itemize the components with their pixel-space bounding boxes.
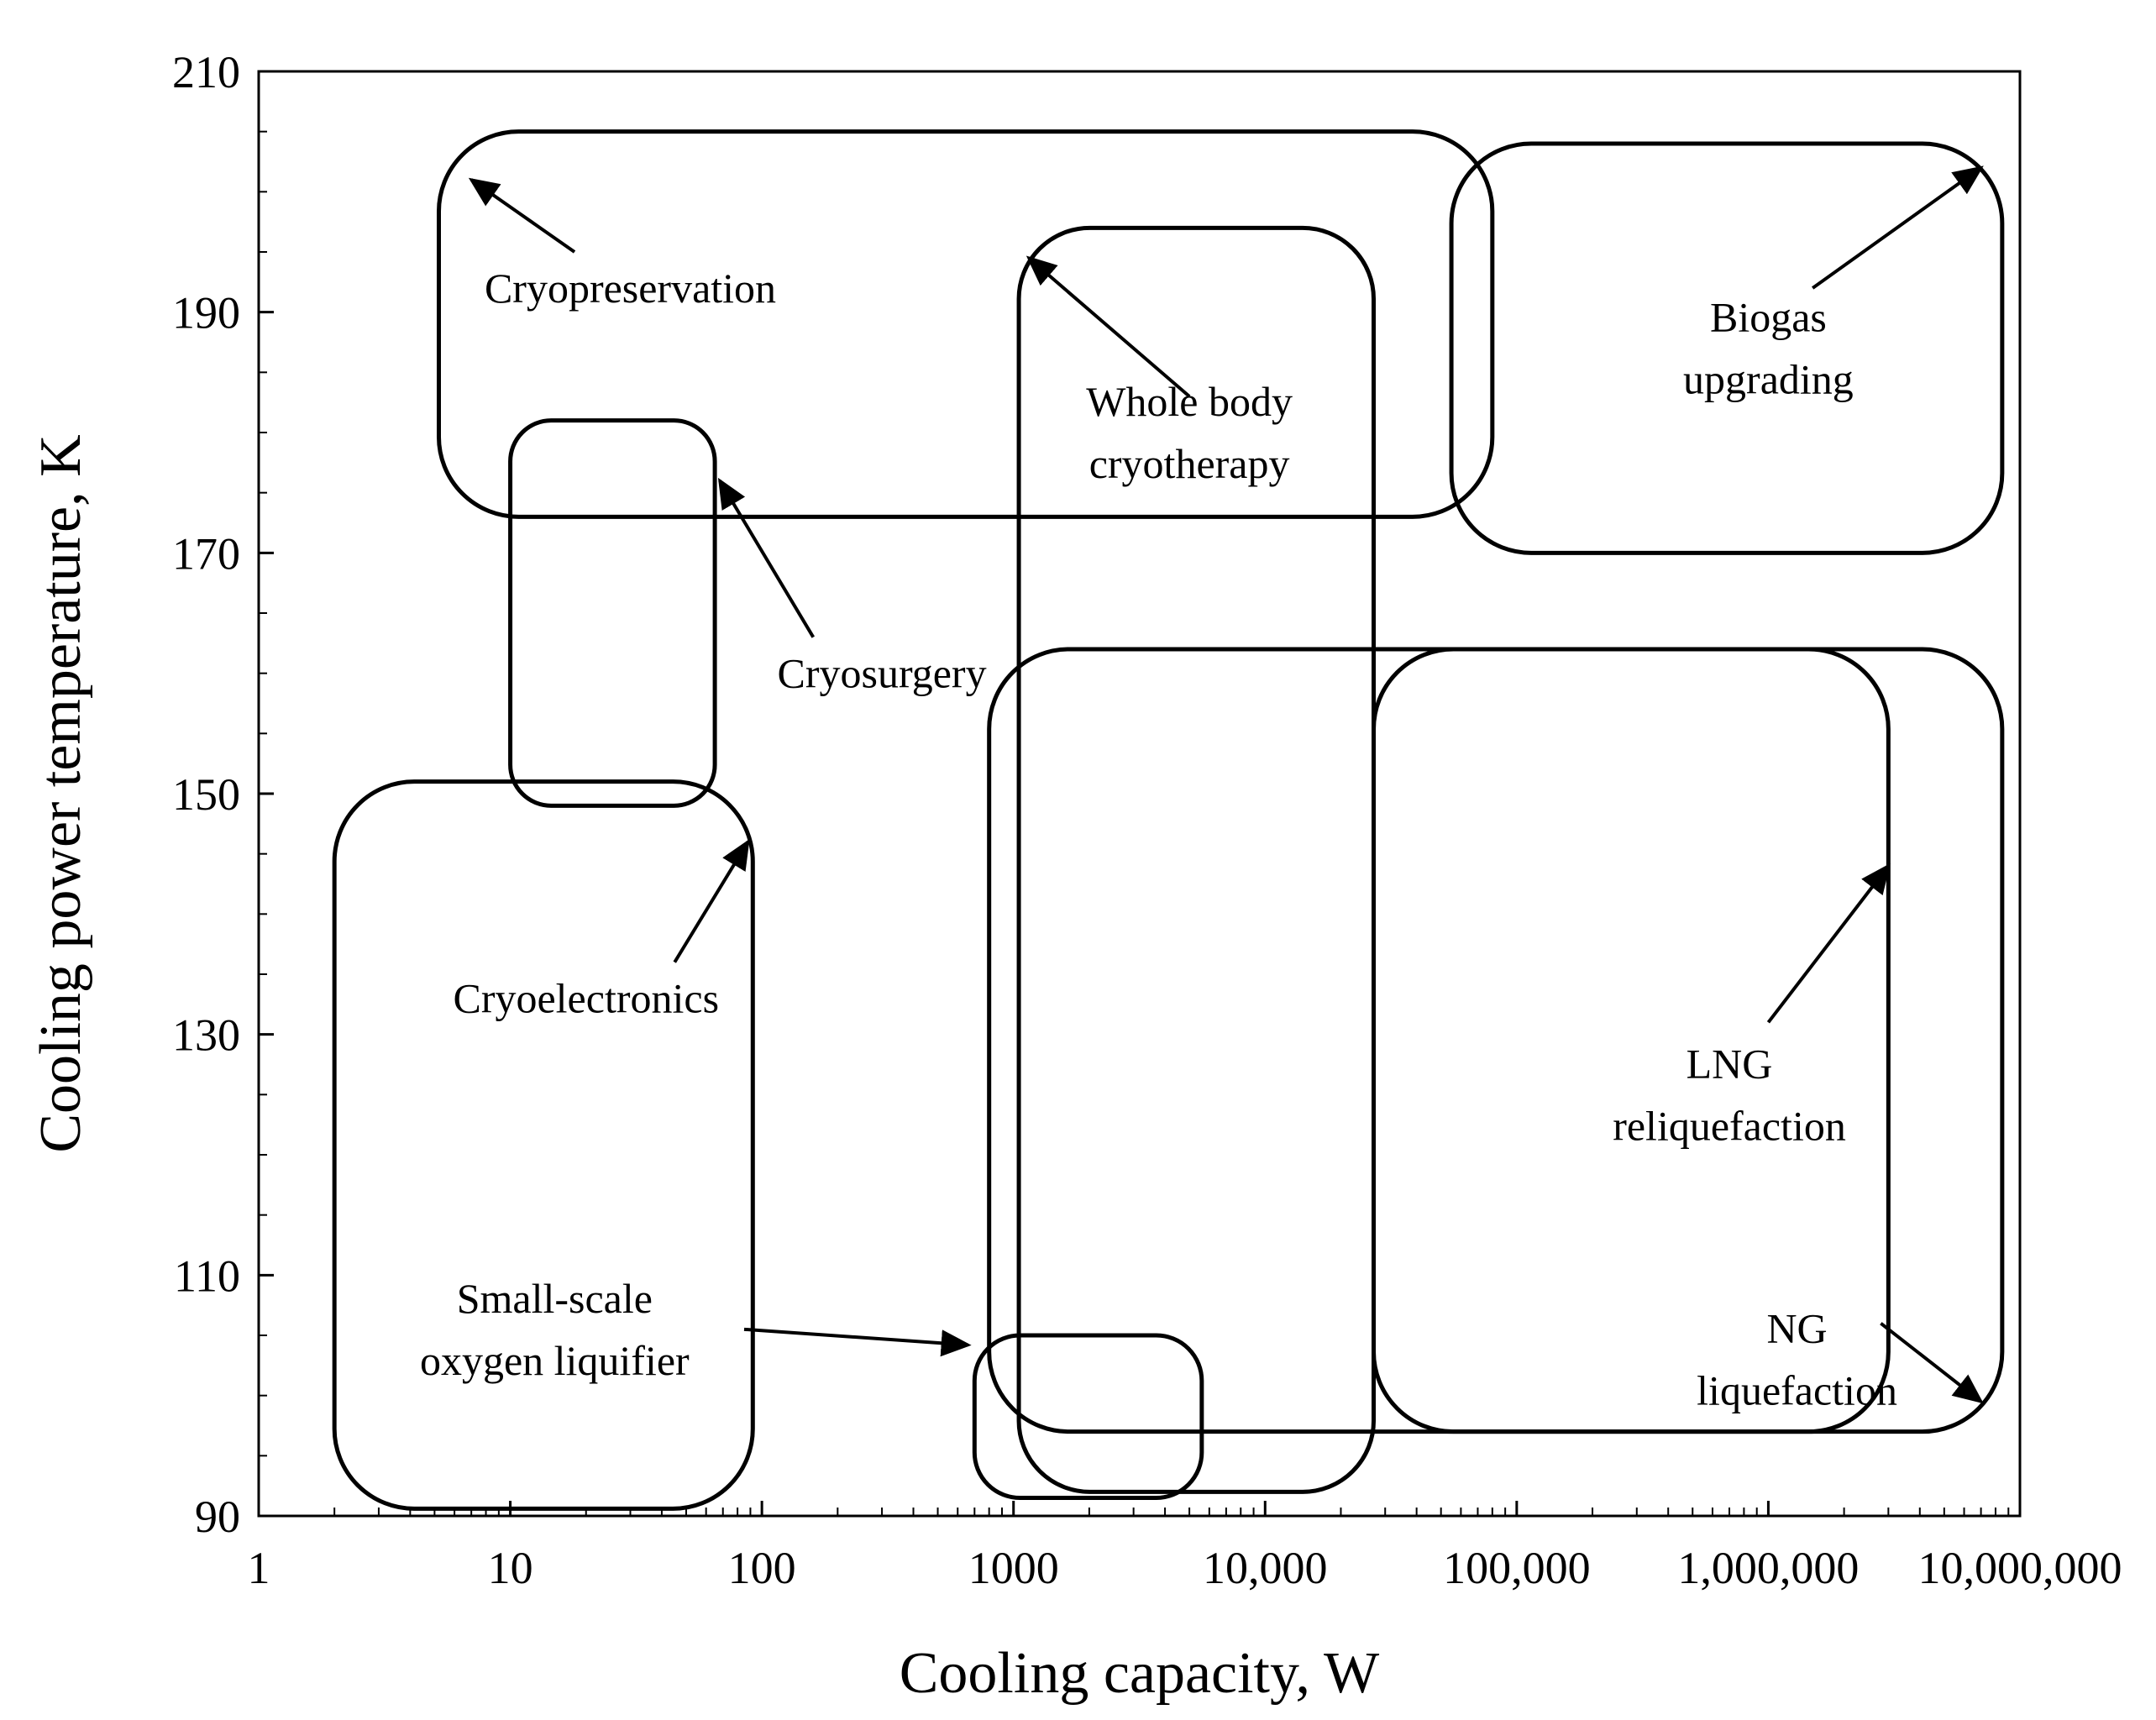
y-tick-label: 110 [174, 1251, 240, 1301]
region-arrow-whole-body-cryotherapy [1026, 255, 1191, 398]
region-box-biogas-upgrading [1449, 141, 2005, 555]
region-box-cryosurgery [508, 418, 717, 808]
region-label-biogas-upgrading: Biogas [1710, 294, 1827, 341]
region-arrow-cryosurgery [717, 477, 816, 638]
region-arrow-small-scale-oxygen-liquifier [743, 1327, 972, 1357]
y-axis-title: Cooling power temperature, K [29, 434, 93, 1152]
region-arrow-biogas-upgrading [1812, 165, 1984, 290]
region-arrow-cryoelectronics [673, 838, 750, 963]
y-tick-label: 170 [172, 528, 240, 579]
region-box-small-scale-oxygen-liquifier [972, 1333, 1204, 1500]
x-axis-title: Cooling capacity, W [900, 1641, 1380, 1706]
x-tick-label: 1 [248, 1543, 270, 1593]
x-tick-label: 1,000,000 [1677, 1543, 1859, 1593]
region-label-ng-liquefaction: liquefaction [1697, 1367, 1897, 1414]
y-tick-label: 190 [172, 288, 240, 338]
x-tick-label: 10 [488, 1543, 533, 1593]
region-label-small-scale-oxygen-liquifier: oxygen liquifier [420, 1337, 690, 1384]
regions-layer: CryopreservationCryosurgeryCryoelectroni… [332, 129, 2005, 1511]
y-tick-label: 210 [172, 47, 240, 97]
region-box-cryopreservation [436, 129, 1495, 519]
y-tick-label: 150 [172, 769, 240, 820]
x-tick-label: 10,000,000 [1918, 1543, 2122, 1593]
region-label-ng-liquefaction: NG [1766, 1305, 1827, 1352]
region-arrow-lng-reliquefaction [1766, 863, 1891, 1024]
region-arrow-ng-liquefaction [1880, 1322, 1984, 1404]
region-label-whole-body-cryotherapy: Whole body [1086, 378, 1293, 425]
region-label-cryosurgery: Cryosurgery [778, 650, 987, 697]
x-tick-label: 100 [728, 1543, 796, 1593]
y-tick-label: 90 [195, 1492, 240, 1542]
region-label-lng-reliquefaction: LNG [1687, 1040, 1773, 1087]
region-label-cryopreservation: Cryopreservation [485, 265, 776, 312]
x-tick-label: 1000 [968, 1543, 1059, 1593]
region-label-whole-body-cryotherapy: cryotherapy [1089, 440, 1290, 487]
region-box-cryoelectronics [332, 779, 755, 1511]
region-label-small-scale-oxygen-liquifier: Small-scale [457, 1275, 653, 1322]
region-label-lng-reliquefaction: reliquefaction [1613, 1102, 1846, 1149]
region-label-biogas-upgrading: upgrading [1683, 356, 1854, 403]
region-arrow-cryopreservation [468, 177, 576, 254]
y-tick-label: 130 [172, 1010, 240, 1061]
region-label-cryoelectronics: Cryoelectronics [453, 975, 719, 1022]
region-box-ng-liquefaction [1372, 647, 2005, 1434]
x-tick-label: 100,000 [1443, 1543, 1591, 1593]
x-tick-label: 10,000 [1203, 1543, 1328, 1593]
